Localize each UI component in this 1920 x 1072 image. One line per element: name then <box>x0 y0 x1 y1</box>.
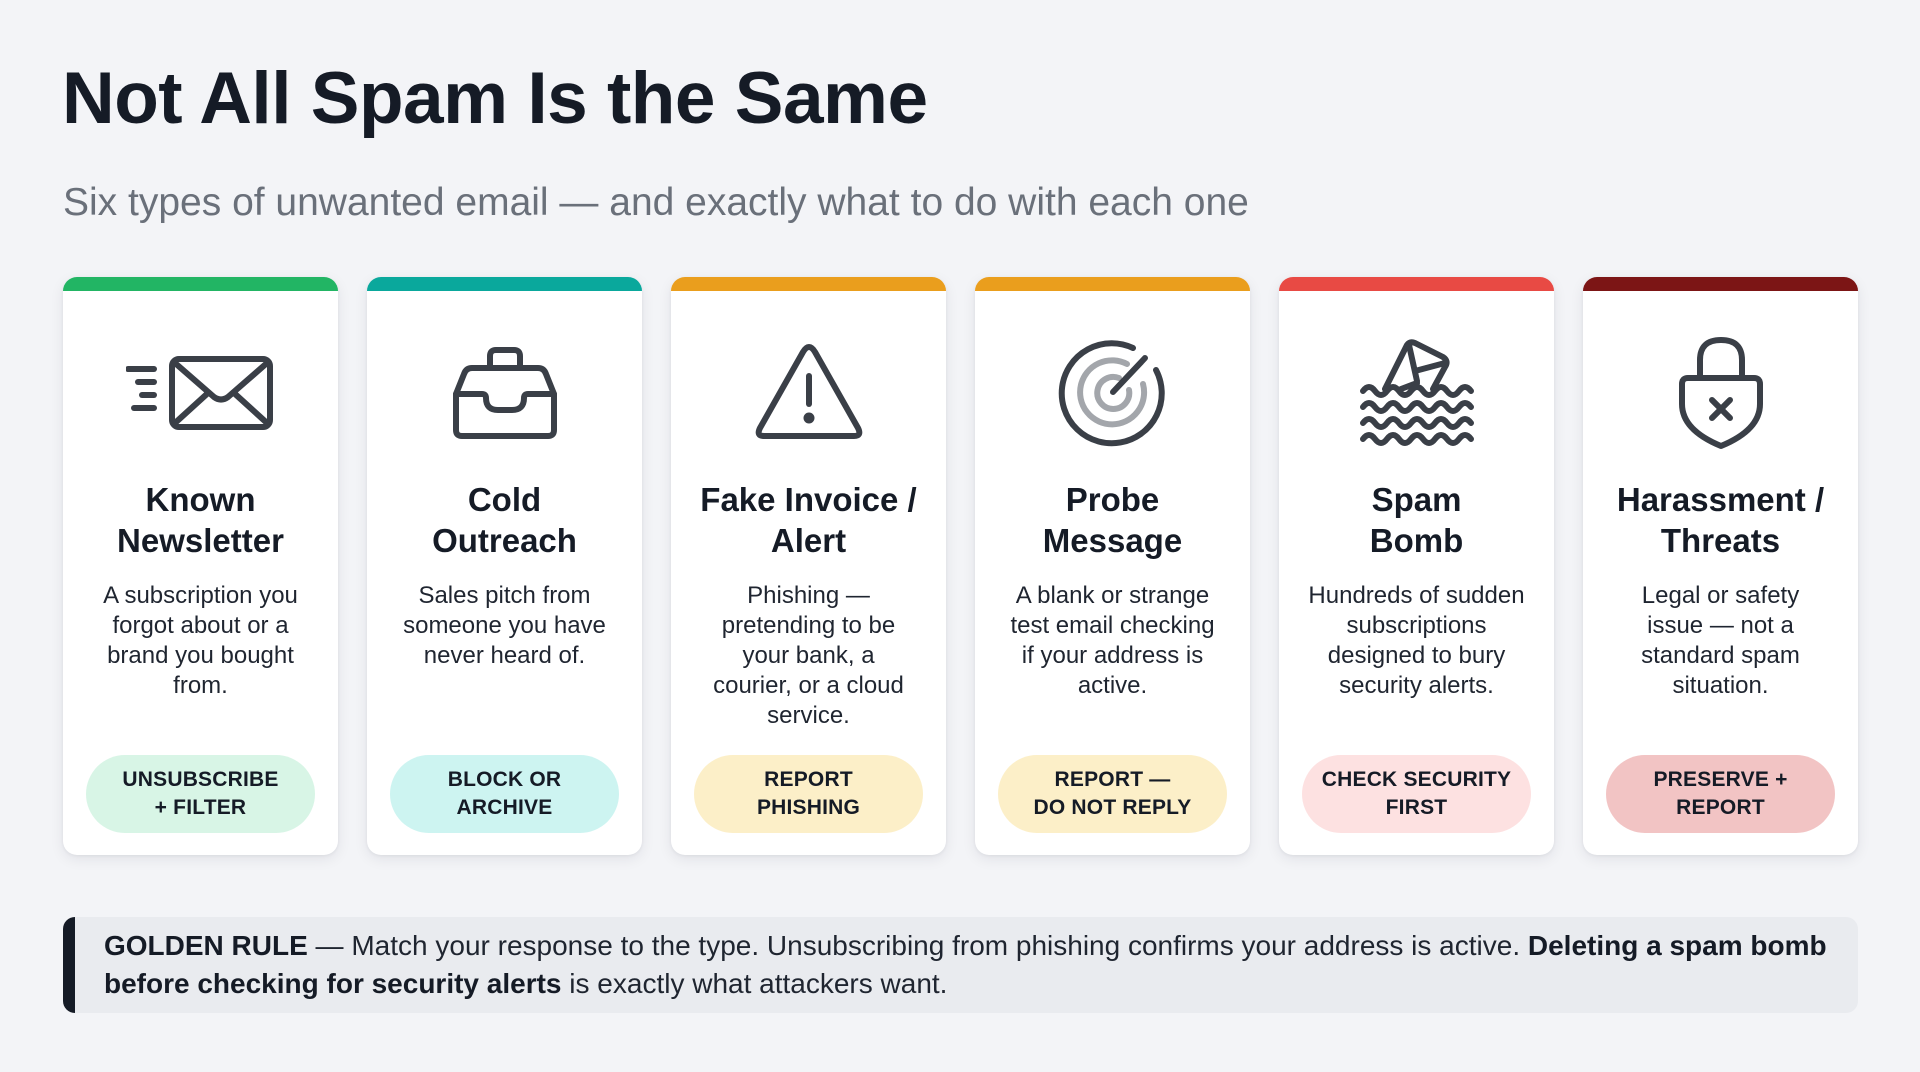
card-fake-invoice-alert: Fake Invoice / Alert Phishing — pretendi… <box>671 277 946 855</box>
page-subtitle: Six types of unwanted email — and exactl… <box>63 181 1249 224</box>
card-description: A blank or strange test email checking i… <box>1010 582 1215 699</box>
report-phishing-button[interactable]: REPORT PHISHING <box>694 755 923 833</box>
report-do-not-reply-button[interactable]: REPORT — DO NOT REPLY <box>998 755 1227 833</box>
card-title: Spam Bomb <box>1369 481 1464 559</box>
target-radar-icon <box>975 327 1250 457</box>
spam-type-cards: Known Newsletter A subscription you forg… <box>63 277 1858 855</box>
card-description: A subscription you forgot about or a bra… <box>103 582 298 699</box>
inbox-tray-icon <box>367 327 642 457</box>
card-accent-bar <box>671 277 946 291</box>
card-description: Sales pitch from someone you have never … <box>403 582 606 669</box>
card-description: Legal or safety issue — not a standard s… <box>1641 582 1800 699</box>
card-title: Known Newsletter <box>117 481 284 559</box>
sinking-envelope-icon <box>1279 327 1554 457</box>
golden-rule-label: GOLDEN RULE <box>104 930 308 961</box>
golden-rule-callout: GOLDEN RULE — Match your response to the… <box>63 917 1858 1013</box>
card-accent-bar <box>1279 277 1554 291</box>
golden-rule-text: GOLDEN RULE — Match your response to the… <box>104 930 1827 999</box>
unsubscribe-filter-button[interactable]: UNSUBSCRIBE + FILTER <box>86 755 315 833</box>
card-known-newsletter: Known Newsletter A subscription you forg… <box>63 277 338 855</box>
card-title: Probe Message <box>1042 481 1183 559</box>
envelope-speed-icon <box>63 327 338 457</box>
card-title: Cold Outreach <box>432 481 577 559</box>
check-security-first-button[interactable]: CHECK SECURITY FIRST <box>1302 755 1531 833</box>
warning-triangle-icon <box>671 327 946 457</box>
page-title: Not All Spam Is the Same <box>62 58 928 139</box>
card-cold-outreach: Cold Outreach Sales pitch from someone y… <box>367 277 642 855</box>
card-description: Hundreds of sudden subscriptions designe… <box>1308 582 1525 699</box>
card-accent-bar <box>1583 277 1858 291</box>
card-title: Harassment / Threats <box>1616 481 1825 559</box>
card-title: Fake Invoice / Alert <box>700 481 917 559</box>
block-archive-button[interactable]: BLOCK OR ARCHIVE <box>390 755 619 833</box>
card-description: Phishing — pretending to be your bank, a… <box>713 582 904 729</box>
card-accent-bar <box>63 277 338 291</box>
preserve-report-button[interactable]: PRESERVE + REPORT <box>1606 755 1835 833</box>
shield-lock-x-icon <box>1583 327 1858 457</box>
card-accent-bar <box>367 277 642 291</box>
card-harassment-threats: Harassment / Threats Legal or safety iss… <box>1583 277 1858 855</box>
card-probe-message: Probe Message A blank or strange test em… <box>975 277 1250 855</box>
card-accent-bar <box>975 277 1250 291</box>
card-spam-bomb: Spam Bomb Hundreds of sudden subscriptio… <box>1279 277 1554 855</box>
